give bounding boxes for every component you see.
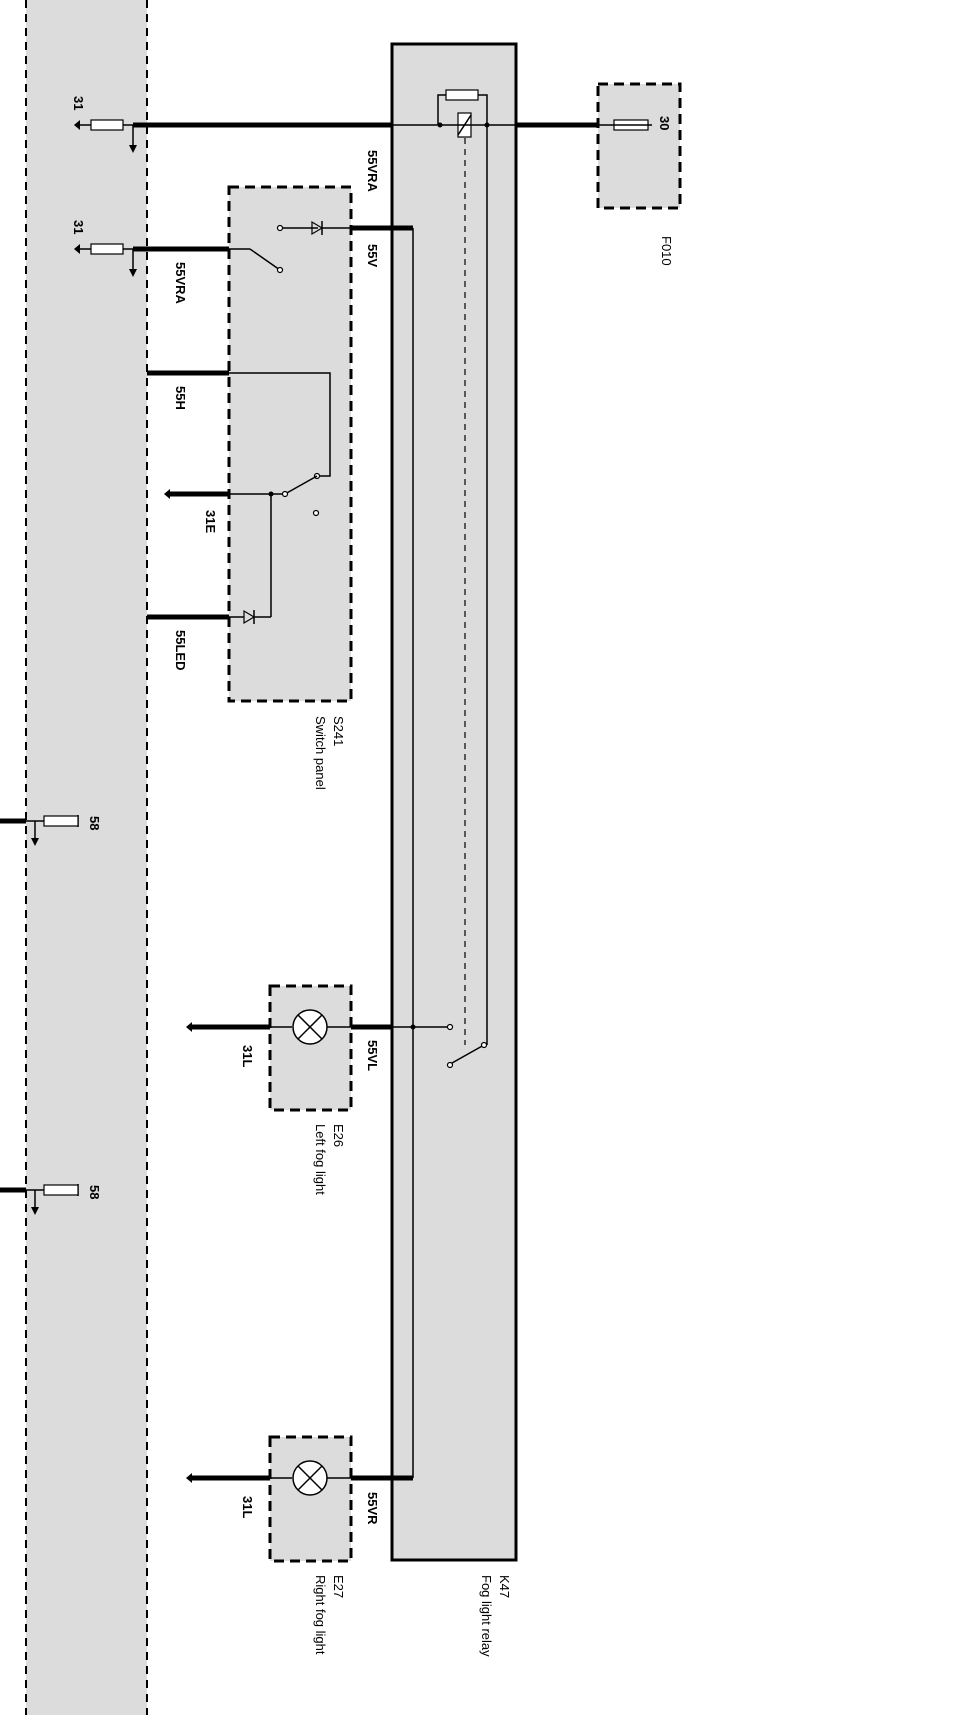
connector-31-top bbox=[74, 119, 137, 153]
left-harness-panel bbox=[25, 0, 148, 1715]
relay-id: K47 bbox=[497, 1575, 512, 1598]
wire-label-31l-left: 31L bbox=[240, 1045, 255, 1067]
fuse-f010 bbox=[596, 82, 682, 210]
connector-31-top-label: 31 bbox=[71, 96, 86, 110]
wire-label-55h: 55H bbox=[173, 386, 188, 410]
switch-panel-name: Switch panel bbox=[313, 716, 328, 790]
connector-58-upper-label: 58 bbox=[87, 816, 102, 830]
left-fog-light-name: Left fog light bbox=[313, 1124, 328, 1195]
switch-panel-s241 bbox=[133, 185, 413, 703]
wire-label-55vra-top: 55VRA bbox=[365, 150, 380, 193]
right-fog-light-e27 bbox=[186, 1435, 413, 1563]
switch-panel-id: S241 bbox=[331, 716, 346, 746]
wire-label-31e: 31E bbox=[203, 510, 218, 533]
connector-58-lower bbox=[0, 1184, 79, 1215]
left-fog-light-id: E26 bbox=[331, 1124, 346, 1147]
wire-label-55vl: 55VL bbox=[365, 1040, 380, 1071]
wire-label-31l-right: 31L bbox=[240, 1496, 255, 1518]
fuse-terminal-30-label: 30 bbox=[657, 116, 672, 130]
connector-31-second-label: 31 bbox=[71, 220, 86, 234]
relay-k47-box bbox=[390, 42, 518, 1562]
connector-58-lower-label: 58 bbox=[87, 1185, 102, 1199]
connector-31-second bbox=[74, 243, 137, 277]
wire-label-55v: 55V bbox=[365, 244, 380, 267]
fuse-f010-id: F010 bbox=[659, 236, 674, 266]
left-fog-light-e26 bbox=[186, 984, 413, 1112]
wire-label-55led: 55LED bbox=[173, 630, 188, 670]
right-fog-light-name: Right fog light bbox=[313, 1575, 328, 1655]
relay-name: Fog light relay bbox=[479, 1575, 494, 1657]
wire-label-55vra-switch: 55VRA bbox=[173, 262, 188, 305]
wire-label-55vr: 55VR bbox=[365, 1492, 380, 1525]
right-fog-light-id: E27 bbox=[331, 1575, 346, 1598]
connector-58-upper bbox=[0, 815, 79, 846]
